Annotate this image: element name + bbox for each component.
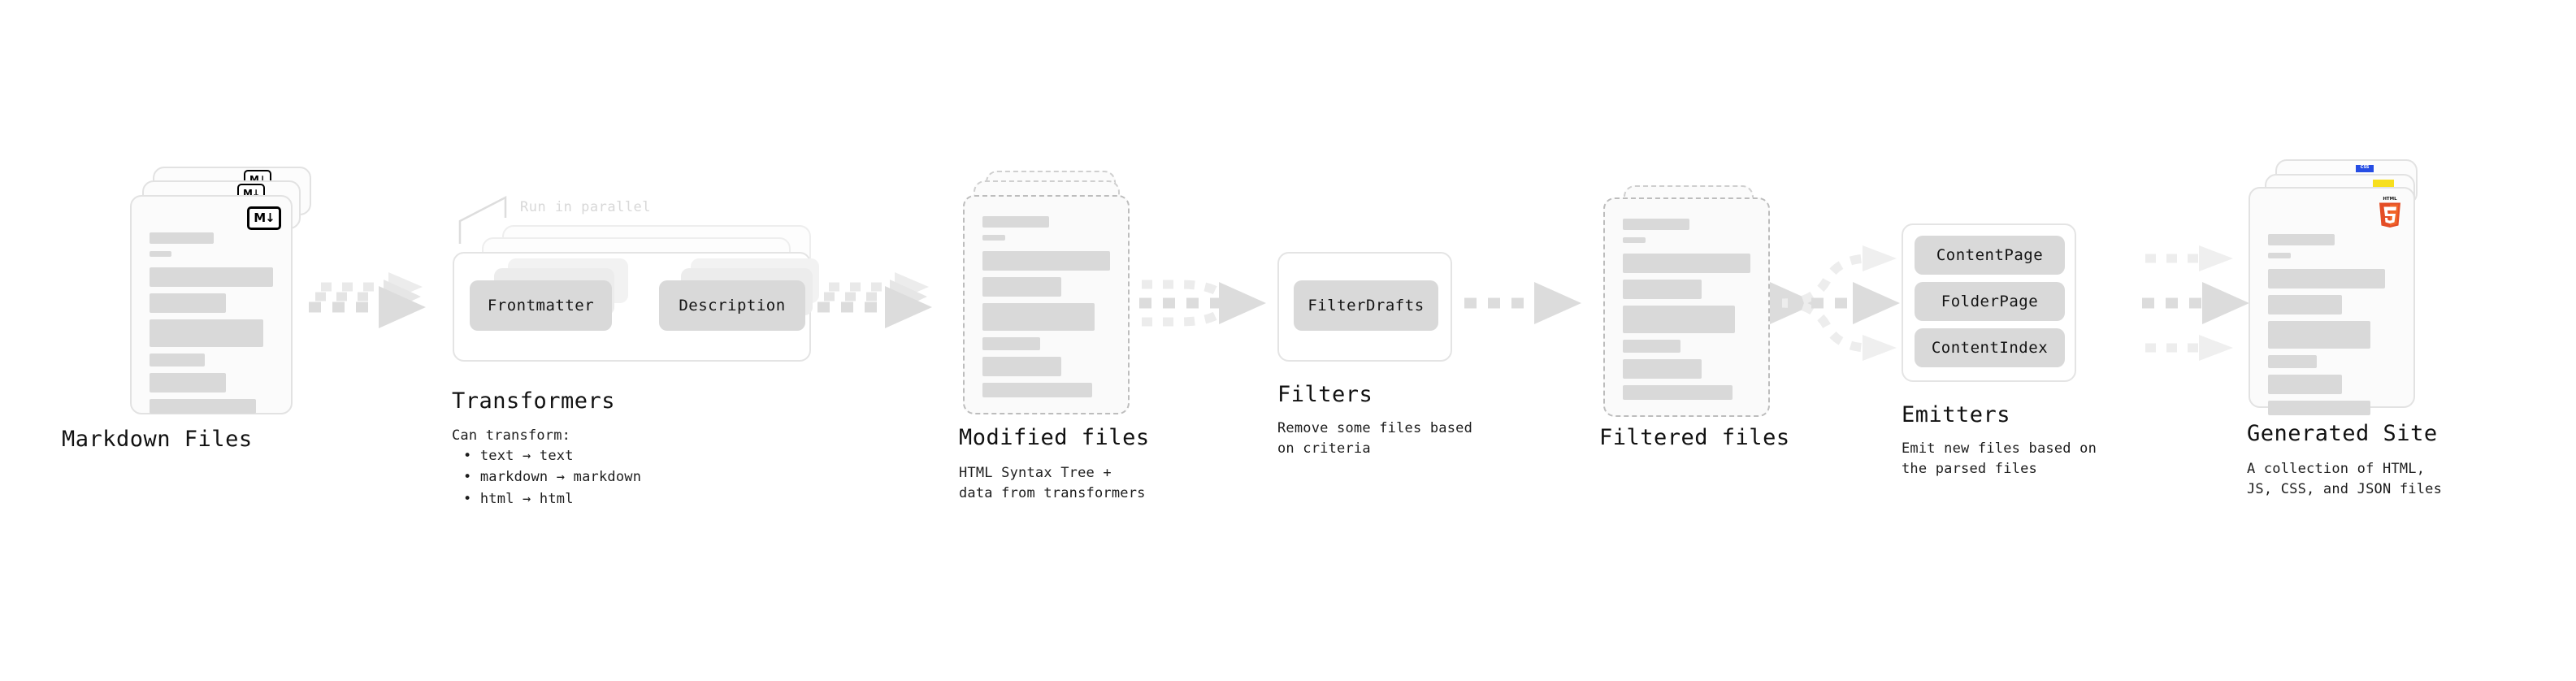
filter-chip-filterdrafts[interactable]: FilterDrafts	[1294, 280, 1438, 331]
stage-title-modified-files: Modified files	[959, 425, 1150, 450]
doc-line	[1623, 219, 1689, 230]
doc-line	[2268, 295, 2343, 314]
doc-line	[1623, 237, 1646, 243]
stage-title-filtered-files: Filtered files	[1599, 425, 1790, 450]
stage-title-markdown-files: Markdown Files	[62, 427, 253, 452]
stage-subtitle-filters: Remove some files based on criteria	[1277, 420, 1473, 457]
doc-line	[2268, 355, 2317, 368]
arrow-transformers-to-modified	[817, 272, 932, 328]
modified-doc-lines	[982, 216, 1110, 397]
doc-line	[150, 293, 227, 313]
doc-line	[1623, 306, 1736, 333]
doc-line	[1623, 340, 1680, 353]
doc-line	[982, 216, 1049, 228]
stage-title-transformers: Transformers	[452, 388, 616, 414]
doc-line	[2268, 234, 2335, 245]
doc-line	[982, 235, 1006, 241]
emitter-chip-contentindex[interactable]: ContentIndex	[1915, 328, 2065, 367]
doc-line	[982, 303, 1095, 331]
doc-line	[150, 319, 263, 347]
markdown-card-front: M↓	[130, 195, 293, 414]
doc-line	[150, 373, 227, 393]
doc-line	[2268, 269, 2386, 288]
stage-subtitle-modified-files: HTML Syntax Tree + data from transformer…	[959, 465, 1146, 501]
doc-line	[150, 251, 172, 257]
transformer-chip-description[interactable]: Description	[659, 280, 805, 331]
emitter-chip-folderpage[interactable]: FolderPage	[1915, 282, 2065, 321]
markdown-doc-lines	[150, 232, 273, 414]
doc-line	[150, 354, 206, 367]
markdown-badge: M↓	[247, 206, 281, 230]
doc-line	[982, 337, 1040, 350]
transformers-sub-heading: Can transform:	[452, 427, 571, 444]
doc-line	[2268, 401, 2370, 415]
arrow-modified-to-filters	[1139, 280, 1266, 327]
doc-line	[2268, 375, 2343, 394]
transformers-bullet-list: • text → text • markdown → markdown • ht…	[463, 445, 641, 510]
doc-line	[982, 383, 1093, 397]
transformer-chip-frontmatter[interactable]: Frontmatter	[470, 280, 612, 331]
stage-title-filters: Filters	[1277, 382, 1373, 407]
bullet-item: • html → html	[463, 490, 574, 507]
bullet-item: • text → text	[463, 448, 574, 464]
bullet-item: • markdown → markdown	[463, 469, 642, 486]
doc-line	[150, 232, 215, 244]
doc-line	[150, 267, 273, 287]
stage-subtitle-emitters: Emit new files based on the parsed files	[1902, 440, 2097, 477]
site-doc-lines	[2268, 234, 2396, 415]
arrow-filters-to-filtered	[1464, 282, 1581, 324]
doc-line	[150, 399, 256, 414]
filtered-card-front	[1603, 197, 1770, 417]
doc-line	[982, 251, 1110, 271]
stage-title-generated-site: Generated Site	[2247, 421, 2438, 446]
run-in-parallel-label: Run in parallel	[520, 199, 652, 215]
doc-line	[2268, 321, 2370, 349]
emitter-chip-contentpage[interactable]: ContentPage	[1915, 236, 2065, 275]
arrow-emitters-to-site	[2142, 245, 2249, 361]
site-card-front: HTML	[2249, 187, 2415, 415]
doc-line	[2268, 253, 2292, 258]
doc-line	[1623, 254, 1750, 273]
doc-line	[1623, 359, 1702, 379]
html5-badge-icon: HTML	[2379, 197, 2400, 228]
stage-title-emitters: Emitters	[1902, 402, 2011, 427]
arrow-markdown-to-transformers	[309, 272, 426, 328]
svg-text:HTML: HTML	[2383, 197, 2397, 202]
doc-line	[1623, 385, 1733, 400]
css-badge: CSS	[2356, 165, 2374, 172]
doc-line	[982, 357, 1062, 376]
doc-line	[982, 277, 1062, 297]
modified-card-front	[963, 195, 1130, 414]
doc-line	[1623, 280, 1702, 299]
arrow-diverge-into-emitters	[1781, 245, 1900, 361]
stage-subtitle-generated-site: A collection of HTML, JS, CSS, and JSON …	[2247, 461, 2443, 497]
filtered-doc-lines	[1623, 219, 1750, 400]
